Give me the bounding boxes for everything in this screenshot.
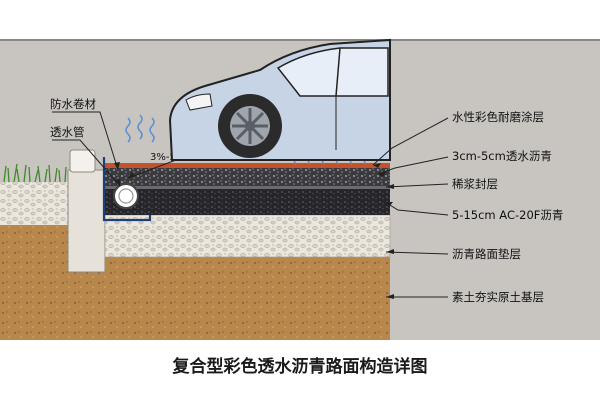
grass xyxy=(3,163,67,183)
slope-arrow xyxy=(127,159,177,179)
label-layer-slurry-seal: 稀浆封层 xyxy=(452,177,498,191)
label-layer-cushion: 沥青路面垫层 xyxy=(452,247,521,261)
slope-label: 3%-5% xyxy=(150,152,185,163)
slurry-seal-layer xyxy=(105,186,390,189)
label-waterproof-membrane: 防水卷材 xyxy=(50,97,96,111)
label-layer-foundation: 素土夯实原土基层 xyxy=(452,290,544,304)
colored-coating-layer xyxy=(105,163,390,168)
car-illustration xyxy=(168,38,391,161)
ac20f-asphalt-layer xyxy=(105,189,390,215)
curb xyxy=(67,169,106,273)
label-layer-permeable-asphalt: 3cm-5cm透水沥青 xyxy=(452,149,552,163)
pavement-diagram: 3%-5% xyxy=(0,38,600,340)
road-base-layer xyxy=(104,214,391,258)
permeable-pipe xyxy=(113,183,139,209)
leader-lines xyxy=(372,117,449,298)
diagram-caption: 复合型彩色透水沥青路面构造详图 xyxy=(172,357,428,377)
permeable-asphalt-layer xyxy=(105,168,390,186)
waterproof-membrane xyxy=(102,157,152,222)
label-layer-coating: 水性彩色耐磨涂层 xyxy=(452,110,544,124)
label-permeable-pipe: 透水管 xyxy=(50,125,85,139)
label-layer-ac20f: 5-15cm AC-20F沥青 xyxy=(452,208,563,222)
left-gravel-bed xyxy=(0,182,68,225)
